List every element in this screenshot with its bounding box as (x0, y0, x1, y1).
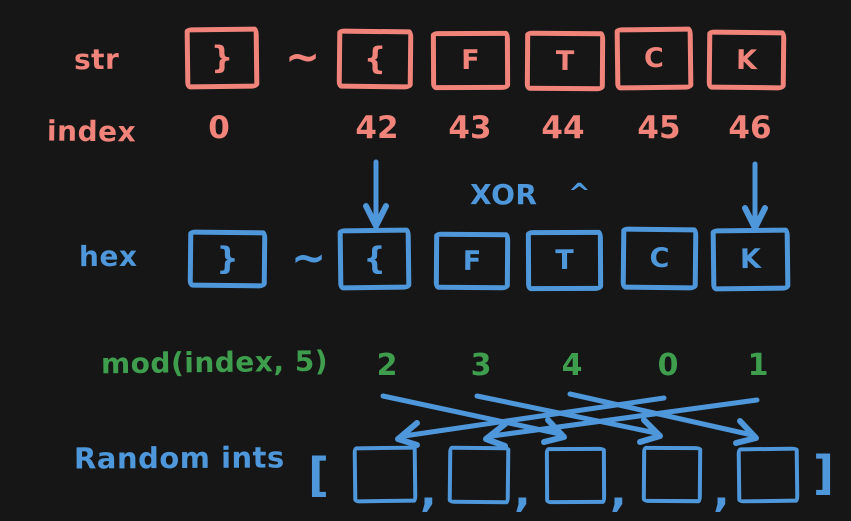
index-value-4: 45 (637, 110, 681, 146)
hex-box-0: } (187, 229, 268, 289)
random-box-0 (352, 445, 418, 504)
shuffle-arrow-4-to-slot4 (567, 391, 759, 446)
xor-label: XOR (470, 178, 538, 211)
index-value-1: 42 (355, 110, 399, 146)
close-bracket: ] (813, 446, 835, 500)
index-value-2: 43 (448, 110, 492, 146)
comma-2: , (610, 466, 627, 517)
hex-box-3-char: T (555, 244, 574, 277)
mod-value-0: 2 (376, 348, 398, 383)
mod-row-label: mod(index, 5) (100, 344, 329, 381)
comma-0: , (420, 466, 437, 517)
str-box-1-char: { (363, 40, 387, 77)
random-ints-label: Random ints (73, 440, 285, 476)
index-value-0: 0 (208, 110, 230, 146)
hex-box-1: { (337, 227, 412, 291)
random-box-3 (641, 445, 703, 504)
str-row-label: str (73, 42, 120, 77)
str-ellipsis-tilde: ~ (285, 32, 321, 81)
str-box-5: K (706, 29, 787, 91)
str-box-0-char: } (210, 39, 234, 76)
index-row-label: index (46, 114, 137, 149)
str-box-4-char: C (643, 42, 665, 75)
random-box-4 (736, 446, 800, 504)
hex-box-4-char: C (649, 242, 670, 275)
str-box-5-char: K (735, 44, 758, 76)
hex-ellipsis-tilde: ~ (291, 233, 327, 282)
str-box-1: { (336, 28, 414, 90)
str-box-4: C (614, 26, 694, 91)
random-box-2 (544, 446, 607, 505)
index-value-5: 46 (728, 110, 772, 146)
xor-arrow-from-42 (363, 159, 389, 229)
xor-arrow-from-46 (742, 161, 768, 231)
shuffle-arrow-0-to-slot0 (395, 395, 667, 448)
open-bracket: [ (308, 448, 330, 502)
index-value-3: 44 (541, 110, 585, 146)
str-box-3: T (524, 30, 606, 92)
str-box-2-char: F (461, 44, 480, 77)
shuffle-arrow-3-to-slot3 (474, 393, 663, 445)
hex-box-4: C (620, 226, 699, 291)
hex-box-2-char: F (462, 245, 482, 277)
hex-row-label: hex (78, 239, 138, 274)
hex-box-5-char: K (739, 243, 762, 276)
mod-value-2: 4 (561, 348, 583, 383)
str-box-3-char: T (555, 45, 575, 77)
str-box-0: } (184, 26, 260, 90)
str-box-2: F (430, 30, 511, 91)
mod-value-3: 0 (657, 348, 679, 383)
hex-box-3: T (525, 229, 604, 292)
hex-box-5: K (710, 227, 791, 292)
comma-1: , (514, 466, 531, 517)
random-box-1 (447, 445, 511, 505)
shuffle-arrow-1-to-slot1 (483, 397, 760, 449)
hex-box-1-char: { (363, 240, 386, 277)
comma-3: , (713, 466, 730, 517)
shuffle-arrow-2-to-slot2 (380, 393, 567, 445)
hex-box-2: F (433, 231, 511, 291)
hex-box-0-char: } (216, 240, 239, 277)
mod-value-1: 3 (470, 348, 492, 383)
mod-value-4: 1 (747, 348, 769, 383)
xor-operator: ^ (568, 178, 592, 209)
